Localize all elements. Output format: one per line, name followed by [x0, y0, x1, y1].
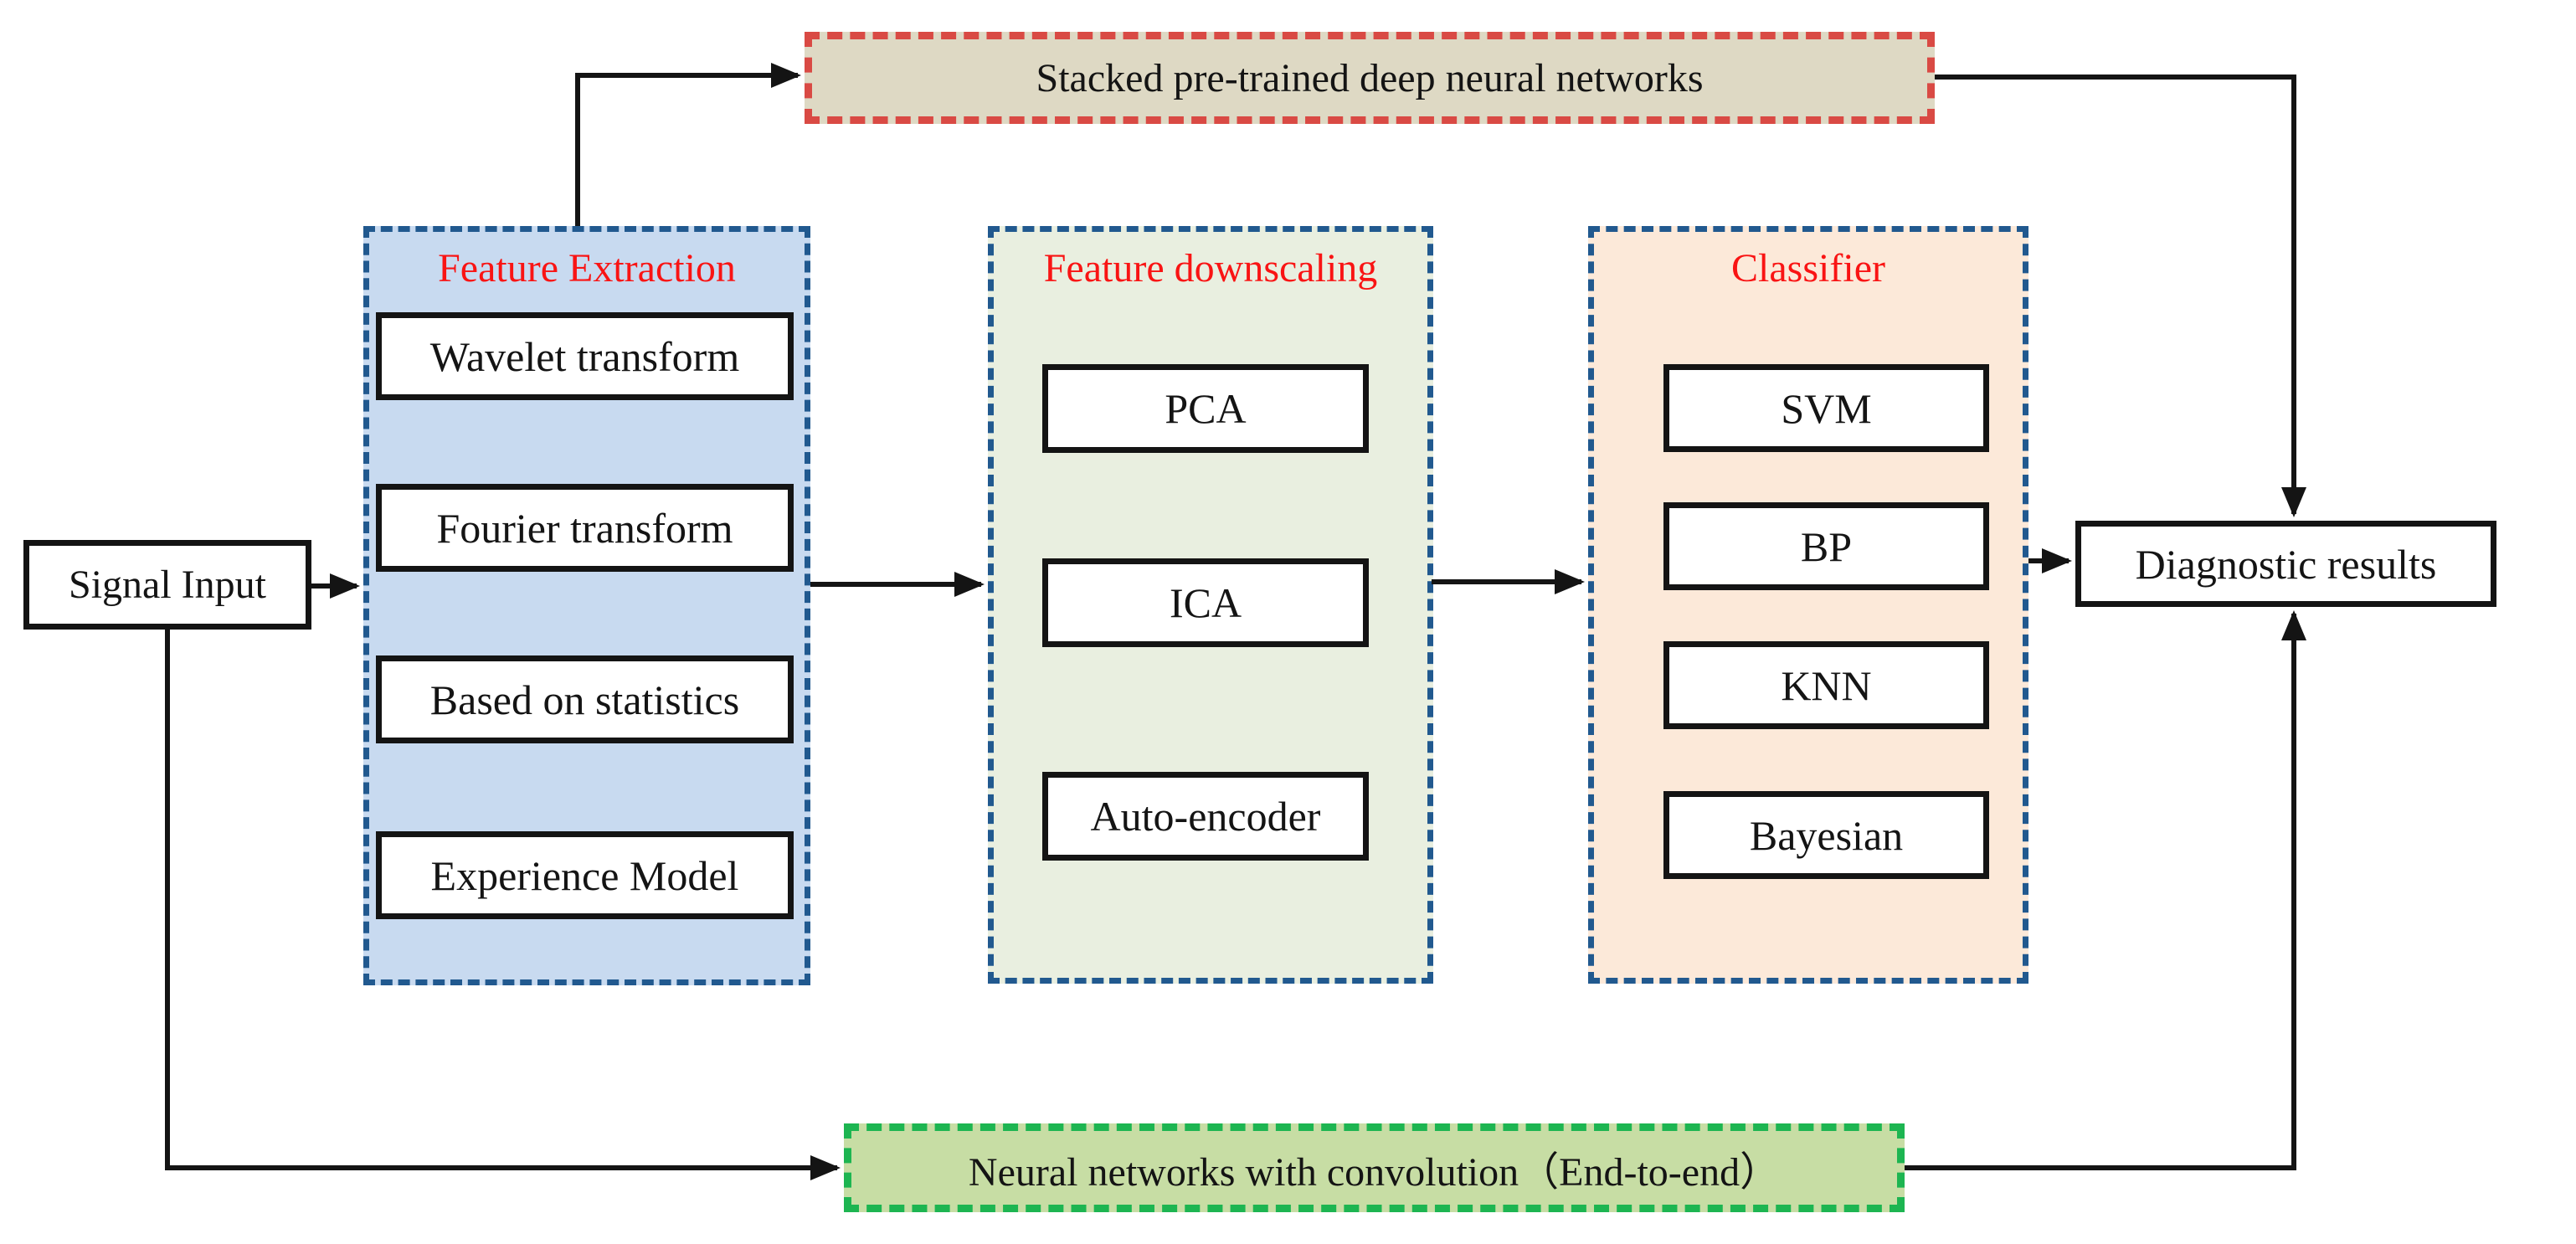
method-box-bayesian: Bayesian [1663, 791, 1989, 879]
method-box-ica: ICA [1042, 558, 1369, 647]
end-to-end-cnn-node: Neural networks with convolution（End-to-… [844, 1123, 1905, 1212]
method-box-svm: SVM [1663, 364, 1989, 452]
arrow-feature-extraction-to-stacked [575, 63, 801, 226]
method-box-based-on-statistics: Based on statistics [376, 655, 794, 743]
method-box-pca: PCA [1042, 364, 1369, 453]
method-box-wavelet-transform: Wavelet transform [376, 312, 794, 400]
classifier-title: Classifier [1731, 246, 1885, 290]
method-box-knn: KNN [1663, 641, 1989, 729]
stacked-pretrained-dnn-node: Stacked pre-trained deep neural networks [805, 32, 1935, 124]
signal-input-node: Signal Input [23, 540, 311, 630]
feature-extraction-title: Feature Extraction [438, 246, 736, 290]
method-box-experience-model: Experience Model [376, 831, 794, 919]
method-box-bp: BP [1663, 502, 1989, 590]
method-box-auto-encoder: Auto-encoder [1042, 772, 1369, 861]
diagnostic-results-node: Diagnostic results [2075, 521, 2496, 607]
method-box-fourier-transform: Fourier transform [376, 484, 794, 572]
feature-downscaling-title: Feature downscaling [1043, 246, 1378, 290]
